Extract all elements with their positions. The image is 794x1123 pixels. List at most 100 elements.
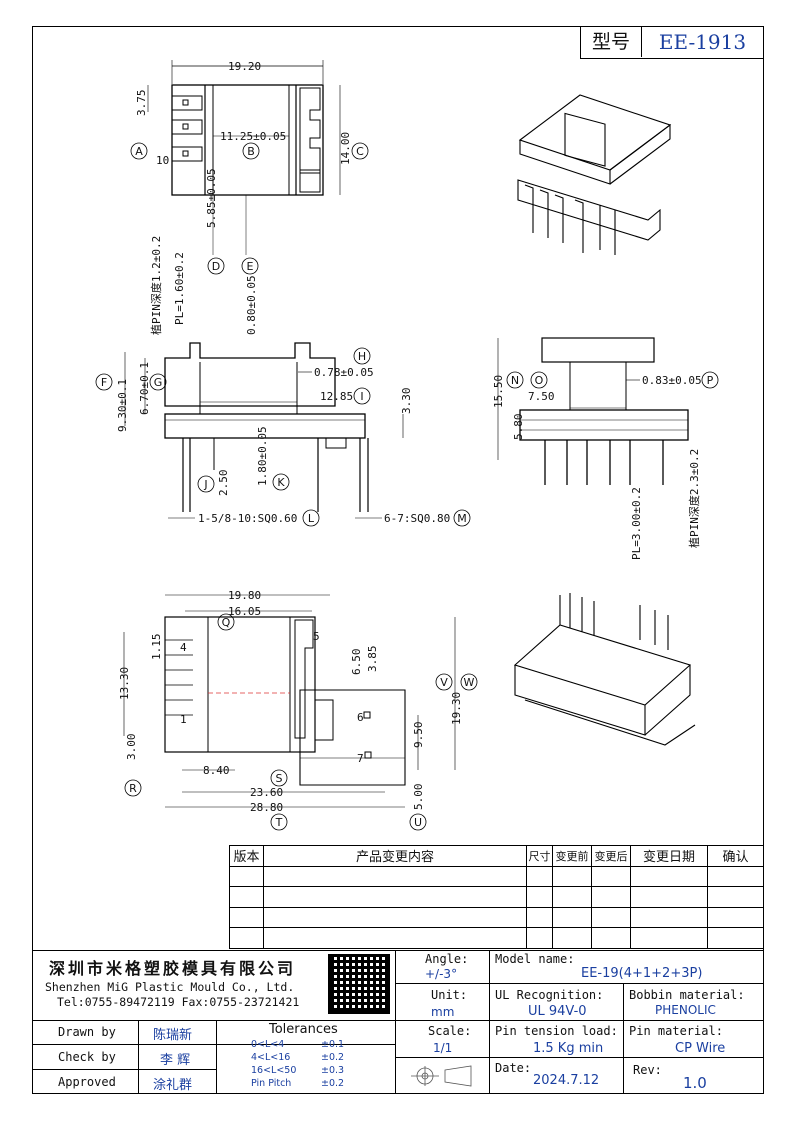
label-T: T [275, 816, 283, 829]
dim-1285: 12.85 [320, 390, 353, 403]
label-V: V [440, 676, 448, 689]
date-value: 2024.7.12 [533, 1073, 600, 1088]
pin-4: 4 [180, 641, 187, 654]
side-view: 15.50 7.50 0.83±0.05 5.80 PL=3.00±0.2 植P… [492, 337, 702, 560]
tol-range-1: 0<L<4 [251, 1039, 285, 1050]
dim-078: 0.78±0.05 [314, 366, 374, 379]
approved-label: Approved [58, 1075, 116, 1089]
angle-value: +/-3° [425, 967, 458, 981]
label-J: J [203, 478, 207, 491]
approved-value: 涂礼群 [153, 1078, 193, 1093]
label-O: O [535, 374, 544, 387]
pin-material-value: CP Wire [675, 1041, 726, 1056]
label-N: N [511, 374, 519, 387]
dim-080: 0.80±0.05 [245, 275, 258, 335]
title-block: 深圳市米格塑胶模具有限公司 Shenzhen MiG Plastic Mould… [33, 950, 763, 1094]
dim-2880: 28.80 [250, 801, 283, 814]
label-U: U [414, 816, 422, 829]
tol-value-2: ±0.2 [321, 1052, 345, 1063]
dim-500: 5.00 [412, 784, 425, 811]
dim-250: 2.50 [217, 470, 230, 497]
dim-385: 3.85 [366, 646, 379, 673]
label-R: R [129, 782, 137, 795]
col-confirm: 确认 [707, 845, 764, 867]
label-L: L [308, 512, 315, 525]
company-contact: Tel:0755-89472119 Fax:0755-23721421 [57, 995, 300, 1009]
pin-6: 6 [357, 711, 364, 724]
isometric-view-top [517, 94, 672, 255]
col-version: 版本 [229, 845, 264, 867]
label-D: D [212, 260, 220, 273]
label-B: B [247, 145, 255, 158]
dim-1330: 13.30 [118, 667, 131, 700]
pin-material-label: Pin material: [629, 1024, 723, 1038]
pin-1: 1 [180, 713, 187, 726]
bottom-view: 19.80 16.05 1.15 13.30 6.50 3.85 19.30 9… [118, 589, 463, 814]
dim-pl-300: PL=3.00±0.2 [630, 487, 643, 560]
dim-180: 1.80±0.05 [256, 426, 269, 486]
dim-300: 3.00 [125, 734, 138, 761]
unit-label: Unit: [431, 988, 468, 1002]
pin-tension-value: 1.5 Kg min [533, 1041, 604, 1056]
projection-symbol-icon [409, 1064, 479, 1088]
label-C: C [356, 145, 364, 158]
top-view: 19.20 3.75 11.25±0.05 14.00 10 5.85±0.05 [135, 60, 352, 255]
scale-value: 1/1 [433, 1041, 453, 1055]
label-H: H [358, 350, 366, 363]
col-after: 变更后 [591, 845, 631, 867]
label-E: E [247, 260, 254, 273]
dim-670: 6.70±0.1 [138, 362, 151, 415]
dim-top-14: 14.00 [339, 132, 352, 165]
company-name-en: Shenzhen MiG Plastic Mould Co., Ltd. [45, 980, 295, 994]
dim-950: 9.50 [412, 722, 425, 749]
label-W: W [464, 676, 475, 689]
scale-label: Scale: [428, 1024, 472, 1038]
tol-value-3: ±0.3 [321, 1065, 345, 1076]
unit-value: mm [431, 1005, 455, 1019]
dim-top-width: 19.20 [228, 60, 261, 73]
dim-1550: 15.50 [492, 375, 505, 408]
dim-1930: 19.30 [450, 692, 463, 725]
model-name-label: Model name: [495, 952, 575, 966]
change-table: 版本 产品变更内容 尺寸 变更前 变更后 变更日期 确认 [229, 845, 764, 949]
pin-5: 5 [313, 630, 320, 643]
model-value: EE-1913 [658, 30, 747, 54]
date-label: Date: [495, 1061, 532, 1075]
dim-083: 0.83±0.05 [642, 374, 702, 387]
isometric-view-bottom [513, 593, 696, 746]
col-date: 变更日期 [630, 845, 708, 867]
check-by-label: Check by [58, 1050, 116, 1064]
model-label: 型号 [581, 27, 642, 57]
ul-label: UL Recognition: [495, 988, 604, 1002]
pin-spec-2: 6-7:SQ0.80 [384, 512, 450, 525]
bobbin-material-label: Bobbin material: [629, 988, 745, 1002]
dim-top-1125: 11.25±0.05 [220, 130, 286, 143]
tol-range-2: 4<L<16 [251, 1052, 291, 1063]
dim-top-375: 3.75 [135, 90, 148, 117]
tol-range-4: Pin Pitch [251, 1078, 292, 1089]
label-F: F [101, 376, 107, 389]
label-I: I [360, 390, 363, 403]
model-name-value: EE-19(4+1+2+3P) [581, 966, 703, 981]
dim-top-585: 5.85±0.05 [205, 168, 218, 228]
drawn-by-value: 陈瑞新 [153, 1028, 193, 1043]
pin-label-10: 10 [156, 154, 169, 167]
angle-label: Angle: [425, 952, 469, 966]
dim-580: 5.80 [512, 414, 525, 441]
dim-840: 8.40 [203, 764, 230, 777]
dim-pl-160: PL=1.60±0.2 [173, 252, 186, 325]
label-Q: Q [222, 616, 231, 629]
pin-tension-label: Pin tension load: [495, 1024, 618, 1038]
dim-750: 7.50 [528, 390, 555, 403]
col-content: 产品变更内容 [263, 845, 527, 867]
ul-value: UL 94V-0 [528, 1004, 587, 1019]
tolerances-title: Tolerances [269, 1022, 338, 1037]
tol-range-3: 16<L<50 [251, 1065, 297, 1076]
dim-115: 1.15 [150, 634, 163, 661]
company-name-cn: 深圳市米格塑胶模具有限公司 [49, 959, 297, 978]
drawn-by-label: Drawn by [58, 1025, 116, 1039]
label-M: M [457, 512, 467, 525]
model-box: 型号 EE-1913 [580, 27, 763, 59]
dim-2360: 23.60 [250, 786, 283, 799]
